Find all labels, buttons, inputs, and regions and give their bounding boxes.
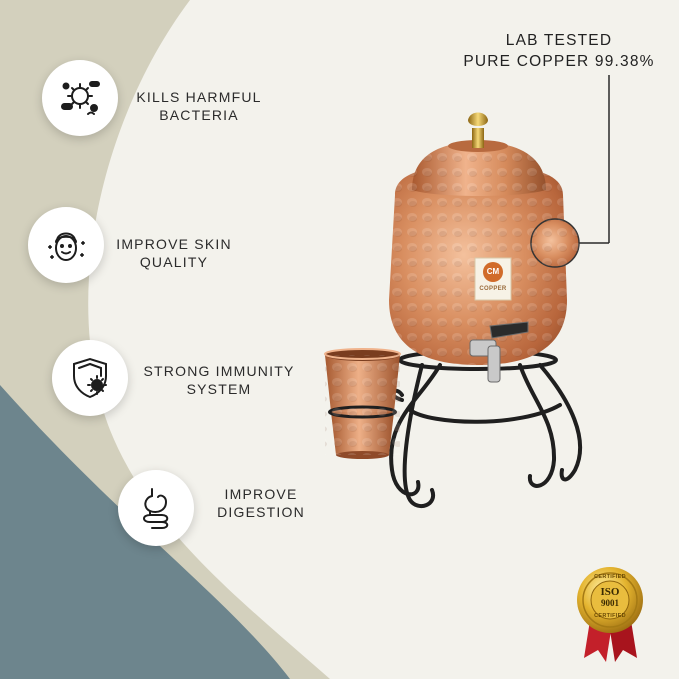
purity-claim: LAB TESTED PURE COPPER 99.38% (444, 30, 674, 72)
immunity-shield-icon (52, 340, 128, 416)
tap (469, 321, 529, 383)
iso-badge-graphic (577, 567, 643, 662)
badge-bottom-text: CERTIFIED (594, 613, 626, 619)
product-logo: CM (475, 263, 511, 281)
badge-top-text: CERTIFIED (594, 574, 626, 580)
claim-line-2: PURE COPPER 99.38% (463, 53, 655, 70)
claim-line-1: LAB TESTED (505, 32, 613, 49)
stomach-icon (118, 470, 194, 546)
copper-dispenser (389, 112, 567, 365)
logo-mark: CM (486, 267, 500, 276)
badge-main-text: ISO (600, 586, 620, 598)
copper-glasses (324, 348, 401, 459)
product-brand: COPPER (479, 286, 507, 292)
face-skin-icon (28, 207, 104, 283)
bacteria-icon (42, 60, 118, 136)
badge-number-text: 9001 (601, 598, 619, 608)
